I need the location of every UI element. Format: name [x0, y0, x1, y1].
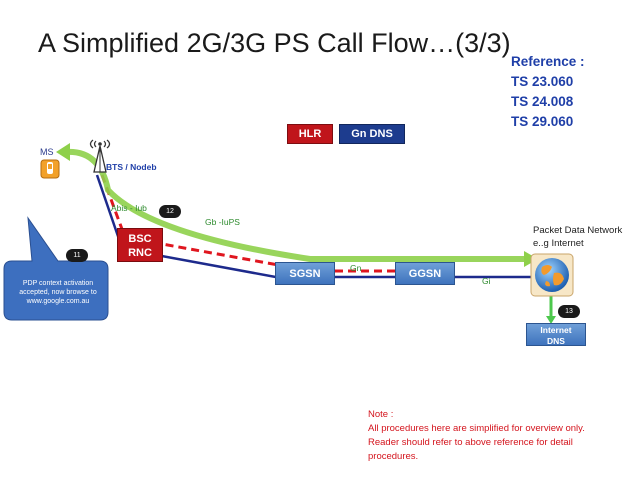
mobile-phone-icon [40, 159, 60, 179]
link-bsc-sgsn-blue [139, 250, 293, 282]
ms-label: MS [40, 147, 54, 157]
bsc-label: BSC [128, 233, 152, 245]
antenna-icon [89, 139, 111, 173]
packet-data-network-label: Packet Data Network e..g Internet [533, 224, 622, 250]
gi-label: Gi [482, 276, 491, 286]
note-body: All procedures here are simplified for o… [368, 423, 585, 462]
step-badge-11: 11 [66, 249, 88, 262]
bsc-rnc-node: BSC RNC [117, 228, 163, 262]
hlr-node: HLR [287, 124, 333, 144]
data-flow-path [63, 148, 531, 262]
bts-nodeb-label: BTS / Nodeb [106, 162, 157, 172]
step-badge-12: 12 [159, 205, 181, 218]
abis-iub-label: Abis - Iub [111, 203, 147, 213]
internet-dns-node: Internet DNS [526, 323, 586, 346]
step-badge-13: 13 [558, 305, 580, 318]
internet-dns-line1: Internet [540, 325, 572, 335]
slide-title: A Simplified 2G/3G PS Call Flow…(3/3) [38, 28, 511, 58]
reference-ts-24-008: TS 24.008 [511, 94, 574, 109]
callout-bubble [3, 216, 109, 321]
pdn-line2: e..g Internet [533, 238, 584, 249]
reference-list: Reference : TS 23.060 TS 24.008 TS 29.06… [511, 52, 585, 132]
callout-text: PDP context activation accepted, now bro… [19, 280, 97, 305]
internet-dns-line2: DNS [547, 335, 565, 346]
sgsn-node: SGSN [275, 262, 335, 285]
globe-icon [530, 253, 574, 297]
link-bsc-sgsn-red [139, 238, 296, 270]
reference-ts-29-060: TS 29.060 [511, 114, 574, 129]
dns-query-arrowhead [546, 316, 556, 324]
note-box: Note : All procedures here are simplifie… [368, 408, 618, 464]
pdn-line1: Packet Data Network [533, 225, 623, 236]
gn-dns-node: Gn DNS [339, 124, 405, 144]
note-heading: Note : [368, 409, 394, 420]
data-flow-arrowhead-left [56, 143, 70, 161]
ggsn-node: GGSN [395, 262, 455, 285]
gn-label: Gn [350, 263, 362, 273]
rnc-label: RNC [128, 247, 152, 259]
reference-ts-23-060: TS 23.060 [511, 74, 574, 89]
gb-iups-label: Gb -IuPS [205, 217, 240, 227]
reference-heading: Reference : [511, 54, 585, 69]
